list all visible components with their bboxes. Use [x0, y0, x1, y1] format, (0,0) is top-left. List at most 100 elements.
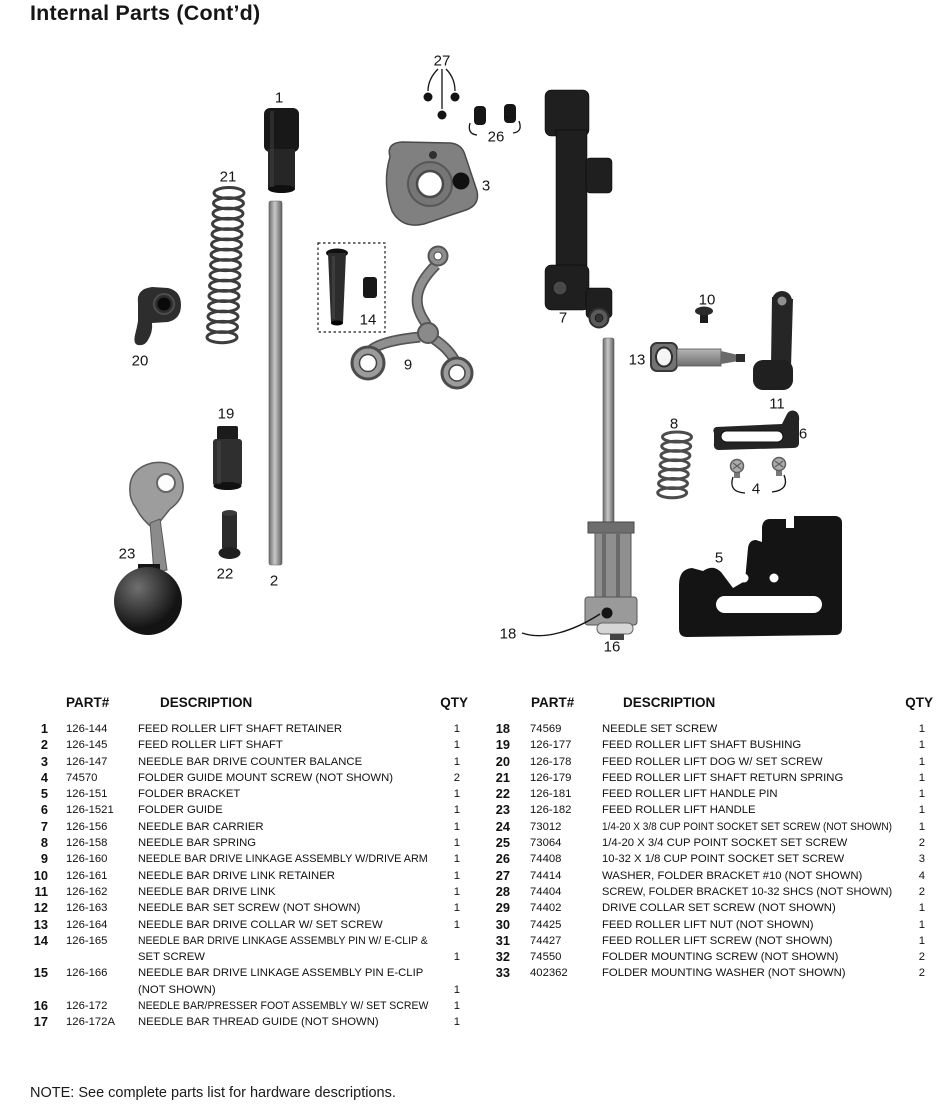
- part-description: NEEDLE BAR CARRIER: [138, 820, 264, 833]
- part-description: SCREW, FOLDER BRACKET 10-32 SHCS (NOT SH…: [602, 885, 893, 898]
- part-description: NEEDLE BAR DRIVE LINK: [138, 885, 276, 898]
- part-description: NEEDLE BAR DRIVE LINK RETAINER: [138, 869, 335, 882]
- part-qty: 2: [918, 837, 925, 850]
- item-number: 26: [495, 851, 510, 867]
- item-number: 25: [495, 835, 510, 851]
- part-callout-10: 10: [699, 291, 716, 308]
- part-description: FEED ROLLER LIFT DOG W/ SET SCREW: [602, 755, 823, 768]
- part-qty: 1: [918, 771, 925, 784]
- item-number: 33: [495, 965, 510, 981]
- part-callout-2: 2: [270, 572, 278, 589]
- part-number: 126-147: [66, 755, 108, 768]
- part-callout-5: 5: [715, 549, 723, 566]
- part-number: 126-145: [66, 739, 108, 752]
- part-qty: 1: [918, 820, 925, 833]
- page-title: Internal Parts (Cont’d): [30, 1, 261, 25]
- part-number: 74570: [66, 771, 98, 784]
- part-qty: 1: [918, 918, 925, 931]
- part-description: FEED ROLLER LIFT NUT (NOT SHOWN): [602, 918, 814, 931]
- part-description: FEED ROLLER LIFT SHAFT BUSHING: [602, 739, 802, 752]
- part-description: FEED ROLLER LIFT SHAFT: [138, 739, 283, 752]
- part-number: 74569: [530, 723, 562, 735]
- part-callout-18: 18: [500, 625, 517, 642]
- part-callout-1: 1: [275, 89, 283, 106]
- part-3-counter-balance: [385, 141, 479, 226]
- part-qty: 1: [918, 788, 925, 801]
- part-qty: 1: [918, 804, 925, 817]
- part-number: 126-151: [66, 788, 108, 801]
- part-description: FOLDER GUIDE: [138, 804, 223, 817]
- part-description: NEEDLE BAR DRIVE COLLAR W/ SET SCREW: [138, 918, 383, 931]
- part-callout-6: 6: [799, 425, 807, 442]
- part-number: 126-1521: [66, 804, 114, 817]
- part-number: 126-182: [530, 804, 572, 817]
- column-header-description: DESCRIPTION: [623, 695, 716, 710]
- part-description: FEED ROLLER LIFT SHAFT RETAINER: [138, 723, 343, 735]
- item-number: 9: [40, 851, 48, 867]
- part-callout-23: 23: [119, 545, 136, 562]
- part-number: 74550: [530, 951, 562, 964]
- column-header-part: PART#: [531, 695, 575, 710]
- part-7-needle-bar-carrier: [544, 89, 613, 329]
- part-callout-22: 22: [217, 565, 234, 582]
- part-number: 126-160: [66, 853, 108, 866]
- part-10-link-retainer-screw: [695, 306, 713, 323]
- part-5-folder-bracket: [679, 516, 842, 637]
- item-number: 8: [40, 835, 48, 851]
- part-qty: 1: [453, 869, 460, 882]
- item-number: 19: [495, 737, 510, 753]
- part-description: NEEDLE BAR SET SCREW (NOT SHOWN): [138, 902, 361, 915]
- footnote: NOTE: See complete parts list for hardwa…: [30, 1085, 396, 1101]
- item-number: 14: [33, 932, 48, 948]
- part-number: 126-172A: [66, 1016, 115, 1029]
- part-qty: 1: [453, 723, 460, 735]
- item-number: 10: [33, 867, 48, 883]
- item-number: 5: [40, 786, 48, 802]
- column-header-description: DESCRIPTION: [160, 695, 253, 710]
- column-header-qty: QTY: [440, 695, 468, 710]
- part-21-return-spring: [205, 186, 246, 345]
- item-number: 29: [495, 900, 510, 916]
- part-number: 126-162: [66, 885, 108, 898]
- part-2-lift-shaft: [268, 200, 283, 566]
- part-qty: 1: [918, 755, 925, 768]
- part-qty: 1: [453, 1000, 460, 1013]
- part-callout-7: 7: [559, 309, 567, 326]
- part-qty: 1: [918, 723, 925, 735]
- part-description: WASHER, FOLDER BRACKET #10 (NOT SHOWN): [602, 869, 863, 882]
- part-callout-19: 19: [218, 405, 235, 422]
- item-number: 24: [495, 818, 510, 834]
- part-callout-11: 11: [769, 395, 785, 412]
- part-qty: 1: [453, 983, 460, 996]
- part-11-drive-link: [753, 291, 793, 390]
- column-header-part: PART#: [66, 695, 110, 710]
- part-description: FOLDER BRACKET: [138, 788, 241, 801]
- part-description: NEEDLE BAR SPRING: [138, 837, 257, 850]
- part-23-lift-handle: [114, 461, 184, 635]
- part-number: 126-179: [530, 771, 572, 784]
- column-header-qty: QTY: [905, 695, 933, 710]
